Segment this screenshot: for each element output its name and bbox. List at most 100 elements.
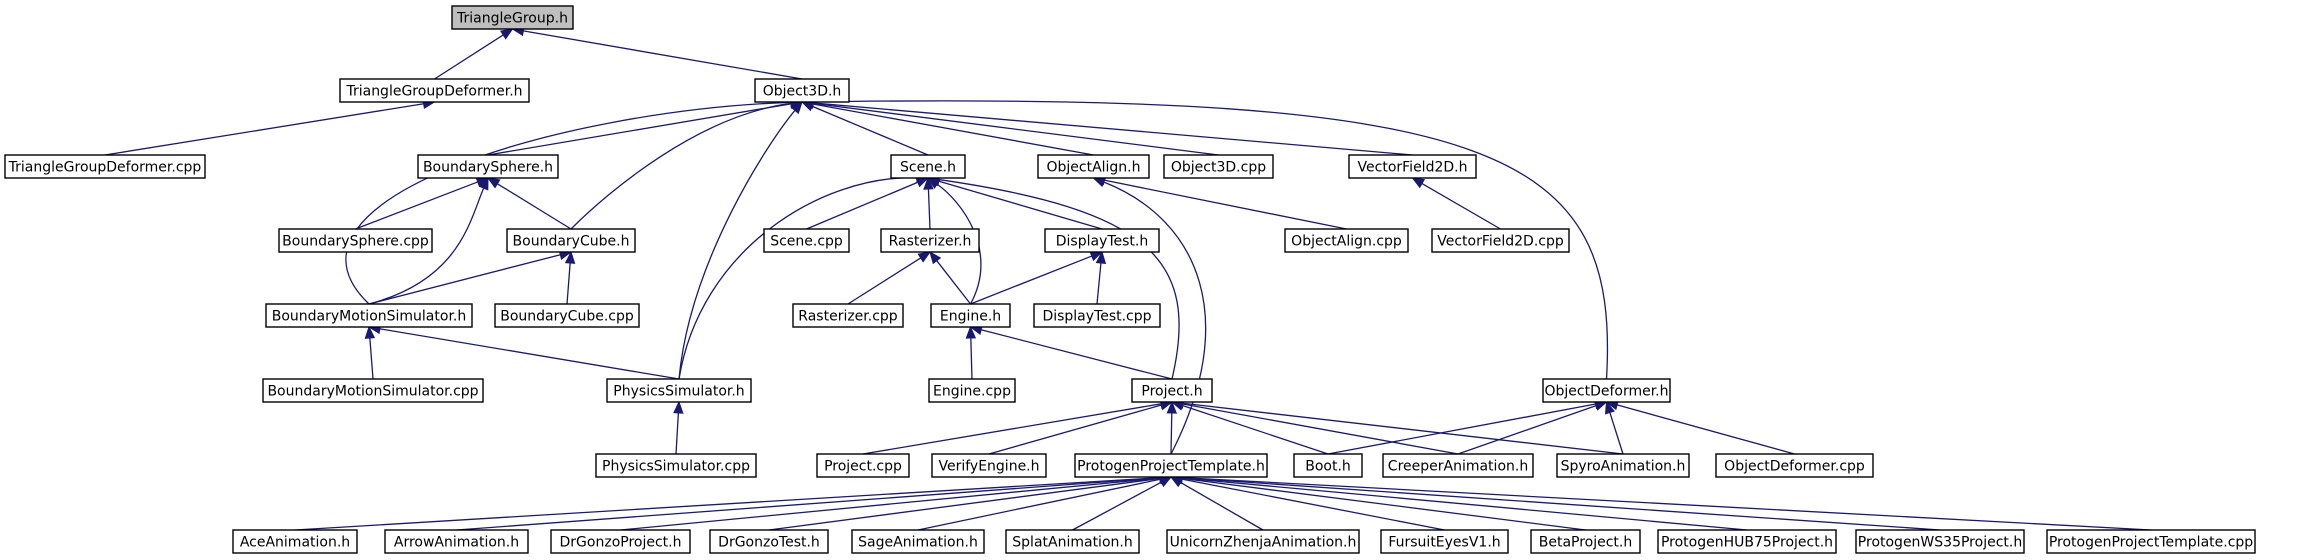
edge-line xyxy=(938,180,1103,230)
node-rasterizer-cpp[interactable]: Rasterizer.cpp xyxy=(792,303,904,328)
edge-boundary_cube_h-to-object3d_h xyxy=(570,98,804,230)
node-boundary-motion-simulator-cpp[interactable]: BoundaryMotionSimulator.cpp xyxy=(262,378,484,403)
edge-object_align_cpp-to-object_align_h xyxy=(1092,175,1347,230)
node-unicorn-zhenja-animation-h[interactable]: UnicornZhenjaAnimation.h xyxy=(1166,529,1360,554)
node-box xyxy=(506,228,636,253)
node-project-h[interactable]: Project.h xyxy=(1131,378,1213,403)
node-box xyxy=(851,529,985,554)
node-rasterizer-h[interactable]: Rasterizer.h xyxy=(880,228,980,253)
node-triangle-group-h[interactable]: TriangleGroup.h xyxy=(451,5,574,30)
node-beta-project-h[interactable]: BetaProject.h xyxy=(1530,529,1641,554)
node-box xyxy=(1431,228,1570,253)
node-vector-field-2d-h[interactable]: VectorField2D.h xyxy=(1348,154,1477,179)
node-label: Engine.cpp xyxy=(933,384,1011,400)
node-object-align-cpp[interactable]: ObjectAlign.cpp xyxy=(1284,228,1409,253)
node-scene-h[interactable]: Scene.h xyxy=(890,154,966,179)
node-protogen-project-template-h[interactable]: ProtogenProjectTemplate.h xyxy=(1074,453,1268,478)
node-arrow-animation-h[interactable]: ArrowAnimation.h xyxy=(384,529,529,554)
node-label: Engine.h xyxy=(940,309,1001,325)
edge-line xyxy=(1182,403,1459,455)
node-object3d-cpp[interactable]: Object3D.cpp xyxy=(1163,154,1274,179)
node-triangle-group-deformer-h[interactable]: TriangleGroupDeformer.h xyxy=(339,78,530,103)
node-label: TriangleGroup.h xyxy=(456,11,568,27)
edge-line xyxy=(980,329,1173,380)
edge-line xyxy=(1182,404,1329,455)
node-triangle-group-deformer-cpp[interactable]: TriangleGroupDeformer.cpp xyxy=(4,154,206,179)
node-boundary-cube-cpp[interactable]: BoundaryCube.cpp xyxy=(494,303,640,328)
arrowhead xyxy=(1095,250,1107,264)
edge-object_deformer_cpp-to-object_deformer_h xyxy=(1605,400,1795,455)
edge-line xyxy=(497,183,572,230)
node-boundary-cube-h[interactable]: BoundaryCube.h xyxy=(506,228,636,253)
node-dr-gonzo-project-h[interactable]: DrGonzoProject.h xyxy=(550,529,691,554)
node-label: Object3D.cpp xyxy=(1171,160,1266,176)
node-label: ObjectDeformer.h xyxy=(1544,384,1668,400)
node-scene-cpp[interactable]: Scene.cpp xyxy=(763,228,850,253)
edge-line xyxy=(768,477,1161,531)
node-label: TriangleGroupDeformer.cpp xyxy=(8,160,202,176)
node-label: Project.h xyxy=(1141,384,1202,400)
edge-boundary_cube_h-to-boundary_sphere_h xyxy=(486,177,572,230)
edge-boundary_motion_simulator_cpp-to-boundary_motion_simulator_h xyxy=(364,325,376,380)
node-protogen-project-template-cpp[interactable]: ProtogenProjectTemplate.cpp xyxy=(2046,529,2256,554)
node-label: DrGonzoTest.h xyxy=(718,535,820,551)
node-box xyxy=(754,78,850,103)
node-boot-h[interactable]: Boot.h xyxy=(1293,453,1363,478)
node-box xyxy=(265,303,473,328)
node-box xyxy=(550,529,691,554)
node-boundary-sphere-cpp[interactable]: BoundarySphere.cpp xyxy=(278,228,433,253)
node-sage-animation-h[interactable]: SageAnimation.h xyxy=(851,529,985,554)
edge-ace_animation_h-to-protogen_project_template_h xyxy=(294,472,1173,531)
node-dr-gonzo-test-h[interactable]: DrGonzoTest.h xyxy=(709,529,829,554)
edge-line xyxy=(927,188,931,230)
node-label: UnicornZhenjaAnimation.h xyxy=(1170,535,1357,551)
edge-physics_simulator_h-to-scene_h xyxy=(678,172,930,380)
node-label: PhysicsSimulator.h xyxy=(613,384,744,400)
edge-line xyxy=(812,100,1609,380)
node-physics-simulator-h[interactable]: PhysicsSimulator.h xyxy=(606,378,752,403)
node-box xyxy=(339,78,530,103)
edge-boundary_motion_simulator_h-to-boundary_sphere_h xyxy=(368,176,489,305)
node-label: DisplayTest.cpp xyxy=(1042,309,1151,325)
node-protogen-ws35-project-h[interactable]: ProtogenWS35Project.h xyxy=(1855,529,2025,554)
node-label: BoundaryMotionSimulator.h xyxy=(272,309,467,325)
edge-boundary_cube_cpp-to-boundary_cube_h xyxy=(564,250,576,305)
arrowhead xyxy=(917,251,932,263)
node-boundary-sphere-h[interactable]: BoundarySphere.h xyxy=(417,154,559,179)
arrowhead xyxy=(1166,400,1178,414)
node-display-test-h[interactable]: DisplayTest.h xyxy=(1044,228,1160,253)
node-spyro-animation-h[interactable]: SpyroAnimation.h xyxy=(1556,453,1690,478)
edge-creeper_animation_h-to-object_deformer_h xyxy=(1457,400,1608,455)
edge-line xyxy=(1421,182,1501,230)
node-engine-cpp[interactable]: Engine.cpp xyxy=(928,378,1016,403)
node-object3d-h[interactable]: Object3D.h xyxy=(754,78,850,103)
node-box xyxy=(1382,453,1534,478)
edge-line xyxy=(620,477,1161,531)
node-object-align-h[interactable]: ObjectAlign.h xyxy=(1037,154,1150,179)
node-object-deformer-cpp[interactable]: ObjectDeformer.cpp xyxy=(1715,453,1874,478)
edge-line xyxy=(678,177,918,380)
node-vector-field-2d-cpp[interactable]: VectorField2D.cpp xyxy=(1431,228,1570,253)
node-engine-h[interactable]: Engine.h xyxy=(930,303,1011,328)
arrowhead xyxy=(1411,177,1426,189)
node-protogen-hub75-project-h[interactable]: ProtogenHUB75Project.h xyxy=(1657,529,1837,554)
edge-line xyxy=(523,30,803,80)
node-creeper-animation-h[interactable]: CreeperAnimation.h xyxy=(1382,453,1534,478)
node-label: ObjectDeformer.cpp xyxy=(1724,459,1865,475)
edge-triangle_group_deformer_h-to-triangle_group_h xyxy=(434,28,514,80)
node-box xyxy=(928,378,1016,403)
node-project-cpp[interactable]: Project.cpp xyxy=(816,453,910,478)
node-boundary-motion-simulator-h[interactable]: BoundaryMotionSimulator.h xyxy=(265,303,473,328)
node-object-deformer-h[interactable]: ObjectDeformer.h xyxy=(1542,378,1671,403)
edge-line xyxy=(1104,179,1347,230)
node-box xyxy=(2046,529,2256,554)
node-verify-engine-h[interactable]: VerifyEngine.h xyxy=(931,453,1047,478)
node-display-test-cpp[interactable]: DisplayTest.cpp xyxy=(1033,303,1161,328)
edge-line xyxy=(675,412,680,455)
node-fursuit-eyes-v1-h[interactable]: FursuitEyesV1.h xyxy=(1380,529,1509,554)
node-ace-animation-h[interactable]: AceAnimation.h xyxy=(232,529,358,554)
node-label: VectorField2D.cpp xyxy=(1437,234,1564,250)
node-splat-animation-h[interactable]: SplatAnimation.h xyxy=(1005,529,1140,554)
node-physics-simulator-cpp[interactable]: PhysicsSimulator.cpp xyxy=(595,453,757,478)
